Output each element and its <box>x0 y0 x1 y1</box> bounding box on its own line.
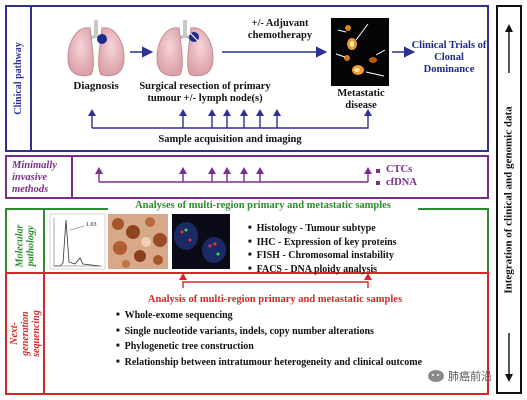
list-item: Histology - Tumour subtype <box>248 223 397 237</box>
list-item: IHC - Expression of key proteins <box>248 237 397 251</box>
fish-image <box>172 214 230 269</box>
minimal-arrowheads <box>95 167 372 174</box>
list-item: Relationship between intratumour heterog… <box>116 356 422 372</box>
sample-label: Sample acquisition and imaging <box>158 134 302 145</box>
wechat-icon <box>428 370 444 382</box>
pet-scan-image <box>331 18 389 86</box>
list-item: Single nucleotide variants, indels, copy… <box>116 325 422 341</box>
trials-label: Clinical Trials of Clonal Dominance <box>411 40 487 75</box>
ngs-label-box: Next-generation sequencing <box>5 272 45 395</box>
integration-bar <box>496 5 522 394</box>
surgery-label: Surgical resection of primary tumour +/-… <box>139 81 271 104</box>
ngs-list: Whole-exome sequencing Single nucleotide… <box>116 309 422 371</box>
watermark-text: 肺癌前沿 <box>448 370 492 383</box>
clinical-label-box: Clinical pathway <box>5 5 32 152</box>
minimal-arrows <box>98 172 369 183</box>
sample-arrowheads <box>88 109 372 116</box>
sample-arrows <box>91 114 369 129</box>
integration-arrowheads <box>505 24 513 382</box>
lung-resection-icon <box>156 20 214 77</box>
watermark: 肺癌前沿 <box>428 368 492 384</box>
list-item: Whole-exome sequencing <box>116 309 422 325</box>
minimal-bullets <box>376 169 380 185</box>
metastatic-label: Metastatic disease <box>337 88 385 111</box>
ctcs-label: CTCs <box>386 164 413 175</box>
list-item: FISH - Chromosomal instability <box>248 250 397 264</box>
minimal-label: Minimally invasive methods <box>12 160 57 195</box>
molecular-list: Histology - Tumour subtype IHC - Express… <box>248 223 397 277</box>
cfdna-label: cfDNA <box>386 177 417 188</box>
lung-diagnosis-icon <box>67 20 125 77</box>
molecular-heading: Analyses of multi-region primary and met… <box>108 200 418 211</box>
minimal-label-box: Minimally invasive methods <box>5 155 73 199</box>
histogram-peak-label: 1.03 <box>86 222 97 228</box>
minimal-panel <box>5 155 489 199</box>
adjuvant-label: +/- Adjuvant chemotherapy <box>247 18 313 41</box>
ngs-heading: Analysis of multi-region primary and met… <box>147 294 403 305</box>
diagnosis-label: Diagnosis <box>73 80 119 92</box>
facs-histogram-image <box>49 213 106 270</box>
list-item: FACS - DNA ploidy analysis <box>248 264 397 278</box>
ngs-arrow <box>182 281 369 288</box>
ihc-image <box>108 214 168 269</box>
list-item: Phylogenetic tree construction <box>116 340 422 356</box>
